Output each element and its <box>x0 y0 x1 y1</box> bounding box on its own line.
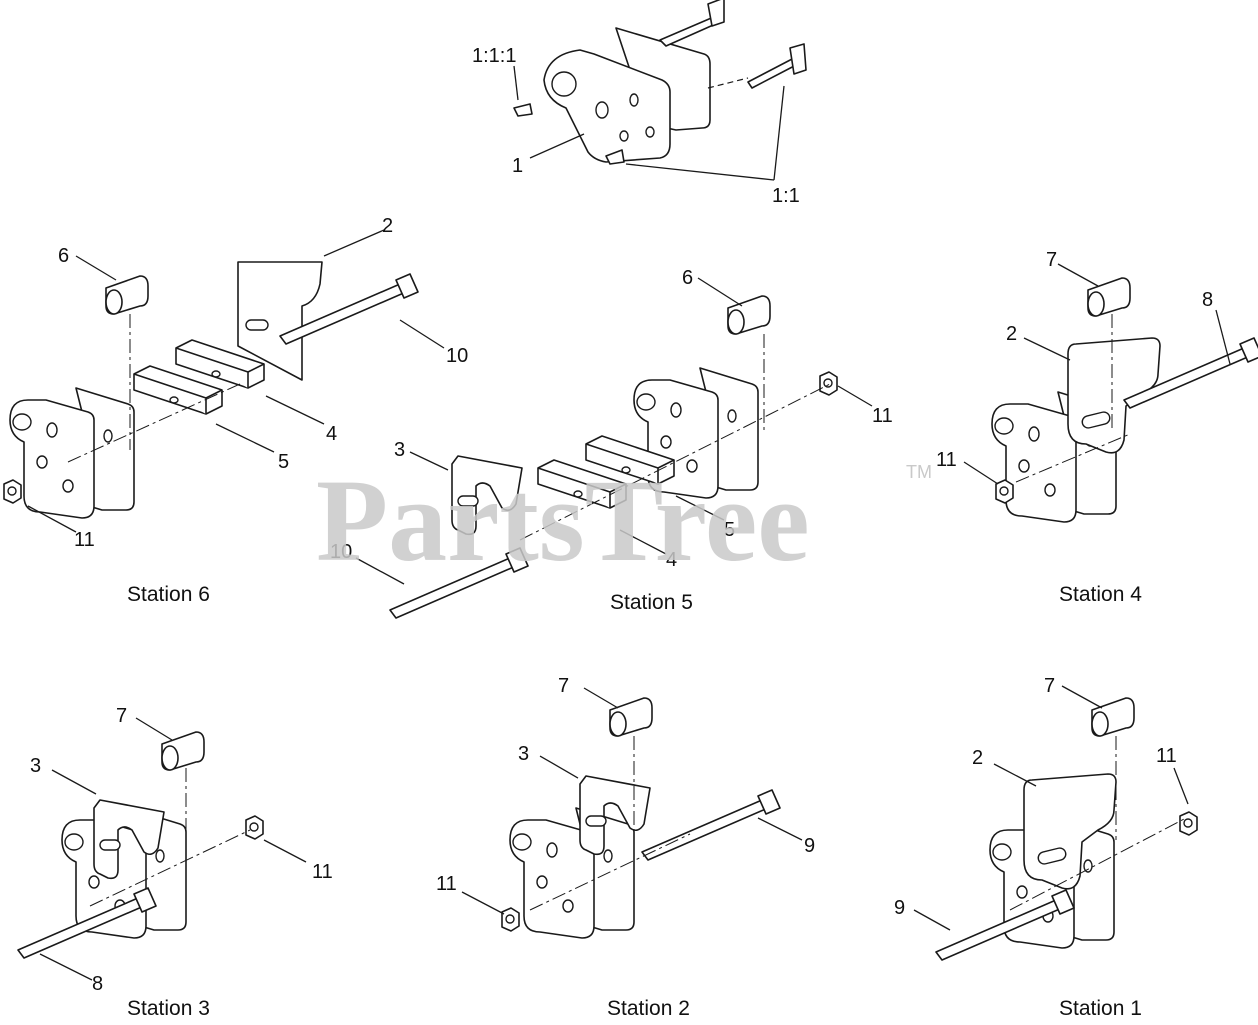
callout-s3-11: 11 <box>312 861 333 883</box>
callout-top-1-1: 1:1 <box>772 185 800 207</box>
callout-s5-5: 5 <box>724 519 735 541</box>
callout-s5-4: 4 <box>666 549 677 571</box>
callout-s3-8: 8 <box>92 973 103 995</box>
callout-s1-2: 2 <box>972 747 983 769</box>
callout-s1-9: 9 <box>894 897 905 919</box>
callout-s4-11: 11 <box>936 449 957 471</box>
callout-s6-2: 2 <box>382 215 393 237</box>
station-3-assembly <box>17 731 264 959</box>
callout-s3-7: 7 <box>116 705 127 727</box>
station-2-label: Station 2 <box>607 997 690 1020</box>
callout-s6-5: 5 <box>278 451 289 473</box>
callout-s4-2: 2 <box>1006 323 1017 345</box>
station-1-label: Station 1 <box>1059 997 1142 1020</box>
station-3-label: Station 3 <box>127 997 210 1020</box>
callout-s5-3: 3 <box>394 439 405 461</box>
callout-s1-7: 7 <box>1044 675 1055 697</box>
callout-s4-7: 7 <box>1046 249 1057 271</box>
callout-s2-3: 3 <box>518 743 529 765</box>
station-5-label: Station 5 <box>610 591 693 614</box>
callout-s2-9: 9 <box>804 835 815 857</box>
station-4-assembly <box>991 277 1258 523</box>
top-assembly <box>513 0 807 165</box>
callout-s6-10: 10 <box>446 345 468 367</box>
callout-s6-11: 11 <box>74 529 95 551</box>
callout-s5-10: 10 <box>330 541 352 563</box>
callout-s5-6: 6 <box>682 267 693 289</box>
station-2-assembly <box>501 697 781 939</box>
callout-s2-11: 11 <box>436 873 457 895</box>
station-4-label: Station 4 <box>1059 583 1142 606</box>
callout-s4-8: 8 <box>1202 289 1213 311</box>
station-6-assembly <box>3 261 419 519</box>
callout-s6-4: 4 <box>326 423 337 445</box>
callout-s5-11: 11 <box>872 405 893 427</box>
station-1-assembly <box>935 697 1198 961</box>
station-5-assembly <box>389 295 838 619</box>
callout-top-1: 1 <box>512 155 523 177</box>
callout-s3-3: 3 <box>30 755 41 777</box>
watermark-trademark: TM <box>906 462 932 482</box>
callout-s6-6: 6 <box>58 245 69 267</box>
watermark-text: PartsTree <box>316 455 810 586</box>
callout-s1-11: 11 <box>1156 745 1177 767</box>
callout-s2-7: 7 <box>558 675 569 697</box>
station-6-label: Station 6 <box>127 583 210 606</box>
callout-top-1-1-1: 1:1:1 <box>472 45 516 67</box>
